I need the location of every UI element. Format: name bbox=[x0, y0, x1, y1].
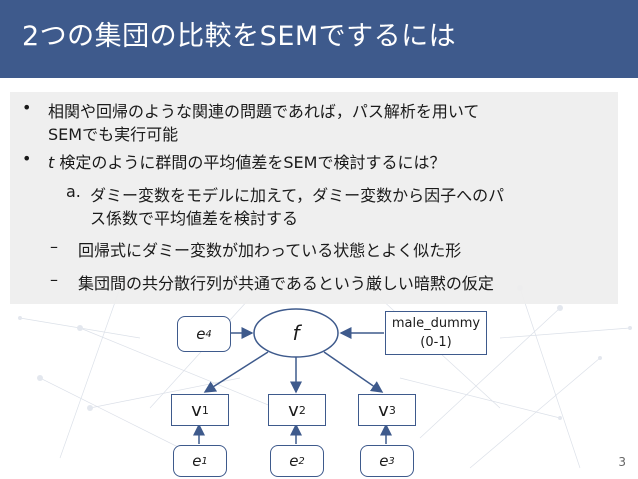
observed-v1-base: v bbox=[191, 399, 202, 421]
slide-title: 2つの集団の比較をSEMでするには bbox=[22, 21, 457, 52]
dummy-range: (0-1) bbox=[420, 335, 452, 350]
bullet-1-line-1: 相関や回帰のような関連の問題であれば，パス解析を用いて bbox=[48, 102, 480, 121]
error-e2-base: e bbox=[289, 452, 299, 470]
bullet-2-italic-prefix: t bbox=[48, 153, 55, 172]
dummy-name: male_dummy bbox=[391, 316, 481, 331]
bullet-2-text: t 検定のように群間の平均値差をSEMで検討するには？ bbox=[48, 149, 445, 173]
error-e1-base: e bbox=[192, 452, 202, 470]
page-number: 3 bbox=[618, 455, 626, 469]
dash-item-2-text: 集団間の共分散行列が共通であるという厳しい暗黙の仮定 bbox=[78, 274, 494, 293]
error-e2-sub: 2 bbox=[298, 455, 305, 467]
sub-item-marker: a. bbox=[66, 182, 81, 201]
observed-v1-sub: 1 bbox=[201, 403, 209, 417]
bullet-marker: • bbox=[22, 98, 32, 117]
bullet-marker: • bbox=[22, 149, 32, 168]
dummy-variable-node: male_dummy (0-1) bbox=[385, 311, 487, 355]
dash-marker: – bbox=[50, 237, 58, 256]
dash-item-1-text: 回帰式にダミー変数が加わっている状態とよく似た形 bbox=[78, 241, 462, 260]
sub-item-line-1: ダミー変数をモデルに加えて，ダミー変数から因子へのパ bbox=[90, 186, 505, 205]
arrow-f-to-v1 bbox=[203, 351, 269, 393]
error-e1-sub: 1 bbox=[201, 455, 208, 467]
observed-v2-sub: 2 bbox=[298, 403, 306, 417]
observed-v3-base: v bbox=[378, 399, 389, 421]
error-e3-base: e bbox=[379, 452, 389, 470]
observed-v3-sub: 3 bbox=[388, 403, 396, 417]
dash-marker: – bbox=[50, 270, 58, 289]
factor-error-sub: 4 bbox=[205, 328, 212, 340]
bullet-2-line-1: 検定のように群間の平均値差をSEMで検討するには？ bbox=[54, 153, 446, 172]
bullet-1-line-2: SEMでも実行可能 bbox=[48, 125, 179, 144]
title-bar: 2つの集団の比較をSEMでするには bbox=[0, 0, 638, 78]
error-e3-sub: 3 bbox=[388, 455, 395, 467]
arrow-f-to-v3 bbox=[323, 351, 384, 393]
content-box: • 相関や回帰のような関連の問題であれば，パス解析を用いて SEMでも実行可能 … bbox=[10, 92, 618, 304]
observed-v2-base: v bbox=[288, 399, 299, 421]
sub-item-line-2: ス係数で平均値差を検討する bbox=[90, 209, 299, 228]
factor-label: f bbox=[292, 321, 300, 345]
factor-error-base: e bbox=[196, 325, 206, 343]
